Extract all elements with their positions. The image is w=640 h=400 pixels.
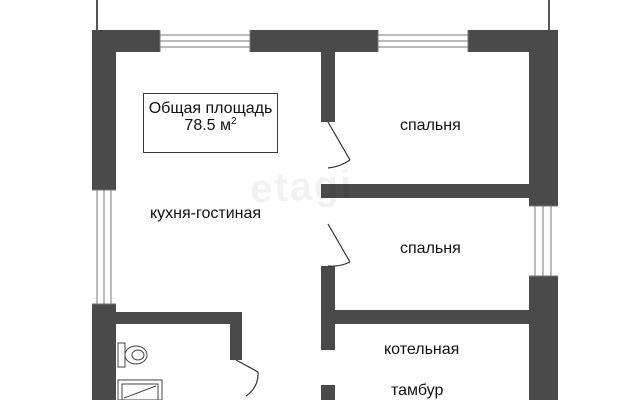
window-top-right: [377, 30, 469, 52]
toilet-icon: [117, 342, 148, 368]
room-label-bedroom-1: спальня: [400, 117, 461, 134]
window-right: [529, 205, 558, 277]
room-label-bedroom-2: спальня: [400, 240, 461, 257]
shower-icon: [117, 379, 163, 400]
total-area-box: Общая площадь 78.5 м2: [143, 93, 278, 153]
door-bathroom: [235, 359, 259, 397]
total-area-value: 78.5 м2: [144, 116, 277, 135]
total-area-unit-superscript: 2: [231, 116, 237, 127]
window-top-left: [159, 30, 251, 52]
door-bedroom-1: [327, 121, 351, 169]
total-area-number: 78.5 м: [184, 117, 232, 134]
windows: [92, 30, 558, 305]
top-outline: [96, 0, 550, 30]
doors: [235, 121, 351, 397]
total-area-label: Общая площадь: [148, 100, 273, 117]
room-label-vestibule: тамбур: [391, 382, 444, 399]
room-label-kitchen-living: кухня-гостиная: [150, 205, 262, 222]
room-label-boiler-room: котельная: [384, 341, 460, 358]
door-bedroom-2: [327, 223, 351, 267]
watermark: etagi: [248, 162, 355, 212]
window-left: [92, 189, 116, 305]
